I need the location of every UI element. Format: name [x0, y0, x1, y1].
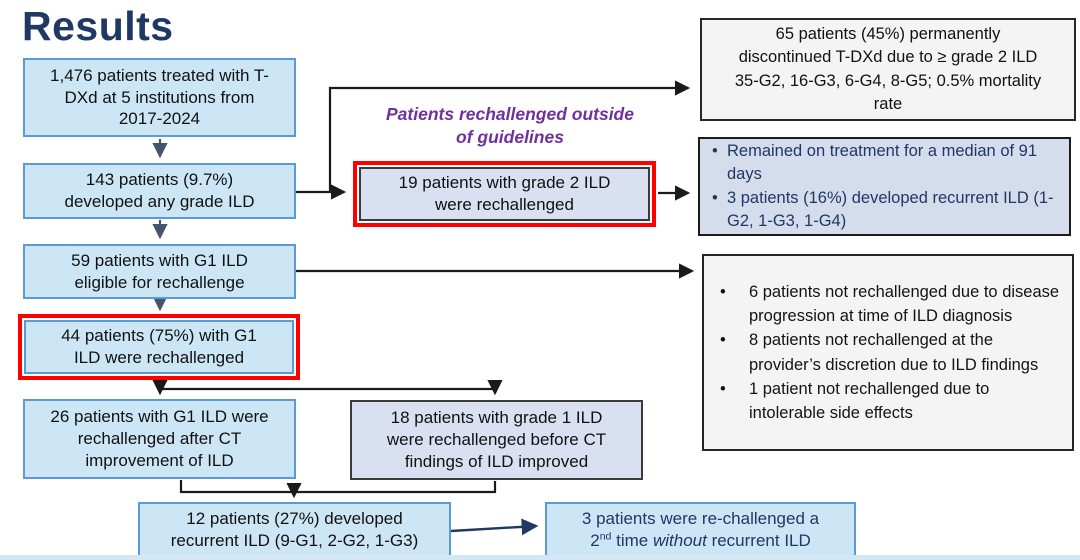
list-item: were rechallenged before CT — [386, 430, 607, 450]
list-item: recurrent ILD (9-G1, 2-G2, 1-G3) — [170, 531, 419, 550]
not-rechallenged-reasons-list: 6 patients not rechallenged due to disea… — [704, 280, 1072, 424]
flow-box-grade2-outcomes: Remained on treatment for a median of 91… — [698, 137, 1071, 236]
list-item: 18 patients with grade 1 ILD — [390, 408, 603, 428]
list-item: developed any grade ILD — [64, 192, 255, 211]
grade2-outcomes-list: Remained on treatment for a median of 91… — [700, 140, 1069, 234]
list-item: Patients rechallenged outside — [386, 104, 634, 124]
list-item: 8 patients not rechallenged at the provi… — [718, 328, 1066, 376]
page-title: Results — [22, 3, 174, 49]
line-merge-to-recurrent — [179, 480, 497, 494]
list-item: 6 patients not rechallenged due to disea… — [718, 280, 1066, 328]
flow-box-grade2-rechallenged-highlight: 19 patients with grade 2 ILD were rechall… — [353, 161, 656, 227]
second-rechallenge-line1: 3 patients were re-challenged a — [581, 508, 820, 528]
list-item: rate — [873, 94, 903, 113]
list-item: 12 patients (27%) developed — [186, 509, 403, 529]
list-item: 26 patients with G1 ILD were — [50, 407, 269, 427]
list-item: 1,476 patients treated with T- — [50, 65, 269, 85]
list-item: rechallenged after CT — [77, 429, 242, 449]
list-item: 1 patient not rechallenged due to intole… — [718, 377, 1066, 425]
flow-box-second-rechallenge: 3 patients were re-challenged a 2nd time… — [545, 502, 856, 557]
flow-box-cohort: 1,476 patients treated with T-DXd at 5 i… — [23, 58, 296, 137]
flow-box-recurrent-ild: 12 patients (27%) developed recurrent ILD… — [138, 502, 451, 558]
list-item: DXd at 5 institutions from — [64, 87, 255, 107]
second-rechallenge-line2: 2nd time without recurrent ILD — [590, 529, 811, 550]
list-item: 44 patients (75%) with G1 — [61, 326, 257, 346]
list-item: 35-G2, 16-G3, 6-G4, 8-G5; 0.5% mortality — [734, 71, 1042, 90]
list-item: eligible for rechallenge — [74, 272, 245, 292]
flow-box-g1-rechallenged: 44 patients (75%) with G1 ILD were rechal… — [24, 320, 294, 374]
list-item: 65 patients (45%) permanently — [775, 24, 1001, 43]
list-item: ILD were rechallenged — [73, 348, 245, 367]
list-item: of guidelines — [456, 126, 564, 147]
list-item: were rechallenged — [435, 195, 574, 214]
arrow-recurrent-to-second — [450, 518, 539, 536]
list-item: discontinued T-DXd due to ≥ grade 2 ILD — [738, 48, 1038, 67]
flow-box-not-rechallenged-reasons: 6 patients not rechallenged due to disea… — [702, 254, 1074, 451]
list-item: 143 patients (9.7%) — [85, 170, 234, 190]
flow-box-grade2-rechallenged: 19 patients with grade 2 ILD were rechall… — [359, 167, 650, 221]
list-item: 59 patients with G1 ILD — [71, 250, 248, 270]
list-item: improvement of ILD — [85, 450, 234, 470]
list-item: findings of ILD improved — [404, 451, 589, 471]
line-anygrade-branch — [296, 80, 691, 194]
flow-box-discontinued: 65 patients (45%) permanently discontinue… — [700, 18, 1076, 121]
list-item: Remained on treatment for a median of 91… — [710, 140, 1063, 187]
slide-bottom-accent-bar — [0, 555, 1080, 560]
flow-box-g1-rechallenged-highlight: 44 patients (75%) with G1 ILD were rechal… — [18, 314, 300, 380]
list-item: 3 patients (16%) developed recurrent ILD… — [710, 187, 1063, 234]
line-rechallenged-split — [158, 381, 495, 391]
flow-box-any-grade-ild: 143 patients (9.7%) developed any grade I… — [23, 163, 296, 219]
list-item: 2017-2024 — [118, 109, 201, 129]
list-item: 19 patients with grade 2 ILD — [398, 173, 611, 193]
